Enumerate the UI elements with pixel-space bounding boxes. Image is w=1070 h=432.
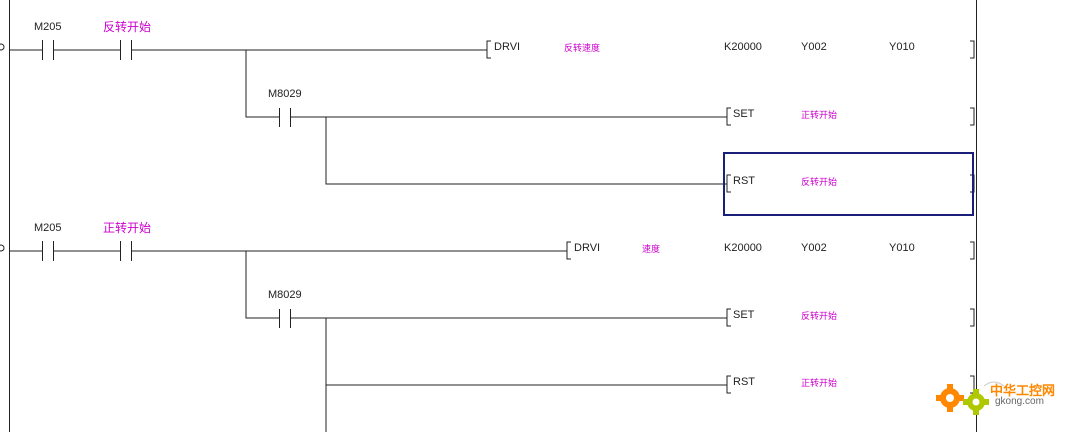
rung2-contact-m205[interactable] (42, 241, 54, 261)
rung1-set-bracket-left (726, 107, 731, 126)
rung1-branch-device: M8029 (268, 88, 302, 100)
rung2-drvi-arg1[interactable]: K20000 (724, 242, 762, 254)
rung1-rst-wire (325, 117, 727, 185)
rung2-drvi-op[interactable]: DRVI (574, 242, 601, 254)
rung1-drvi-comment: 反转速度 (564, 43, 601, 53)
rung1-rst-comment: 反转开始 (801, 177, 838, 187)
rung2-branch-wire (245, 251, 727, 319)
rung2-set-op[interactable]: SET (733, 309, 755, 321)
rung1-set-comment: 正转开始 (801, 110, 838, 120)
rung2-contact1-device: M205 (34, 222, 62, 234)
rung1-drvi-bracket-left (486, 40, 491, 59)
rung2-contact2-comment: 正转开始 (103, 221, 152, 235)
watermark-url: gkong.com (995, 396, 1044, 407)
rung2-drvi-arg2[interactable]: Y002 (801, 242, 827, 254)
rung1-branch-wire (245, 50, 727, 118)
gkong-logo-icon (936, 381, 1005, 415)
rung2-contact-m8029[interactable] (279, 309, 291, 328)
rung2-branch-device: M8029 (268, 289, 302, 301)
rung2-set-bracket-right (970, 308, 975, 327)
rung2-set-bracket-left (726, 308, 731, 327)
rung2-drvi-bracket-right (970, 241, 975, 260)
rung2-contact-start[interactable] (120, 241, 132, 261)
rung1-contact2-comment: 反转开始 (103, 20, 152, 34)
rung2-rst-comment: 正转开始 (801, 378, 838, 388)
rung1-drvi-bracket-right (970, 40, 975, 59)
rung2-drvi-bracket-left (566, 241, 571, 260)
rung2-set-comment: 反转开始 (801, 311, 838, 321)
rung1-rst-op[interactable]: RST (733, 175, 755, 187)
rung2-rst-bracket-left (726, 375, 731, 394)
rung1-drvi-arg1[interactable]: K20000 (724, 41, 762, 53)
rung1-set-op[interactable]: SET (733, 108, 755, 120)
selection-cursor[interactable] (723, 152, 974, 216)
rung1-rst-bracket-left (726, 174, 731, 193)
rung2-rst-wire (325, 318, 727, 432)
rung1-set-bracket-right (970, 107, 975, 126)
rung1-drvi-arg2[interactable]: Y002 (801, 41, 827, 53)
rung2-rst-op[interactable]: RST (733, 376, 755, 388)
watermark-title: 中华工控网 (990, 383, 1056, 398)
rung2-drvi-arg3[interactable]: Y010 (889, 242, 915, 254)
rung1-contact-m205[interactable] (42, 40, 54, 60)
rung1-drvi-arg3[interactable]: Y010 (889, 41, 915, 53)
rung1-contact1-device: M205 (34, 21, 62, 33)
rung2-rst-bracket-right (970, 375, 975, 394)
rung1-drvi-op[interactable]: DRVI (494, 41, 521, 53)
rung2-step-marker (0, 244, 5, 252)
rung1-step-marker (0, 43, 5, 51)
rung2-drvi-comment: 速度 (642, 244, 661, 254)
rung1-contact-m8029[interactable] (279, 108, 291, 127)
rung1-contact-start[interactable] (120, 40, 132, 60)
